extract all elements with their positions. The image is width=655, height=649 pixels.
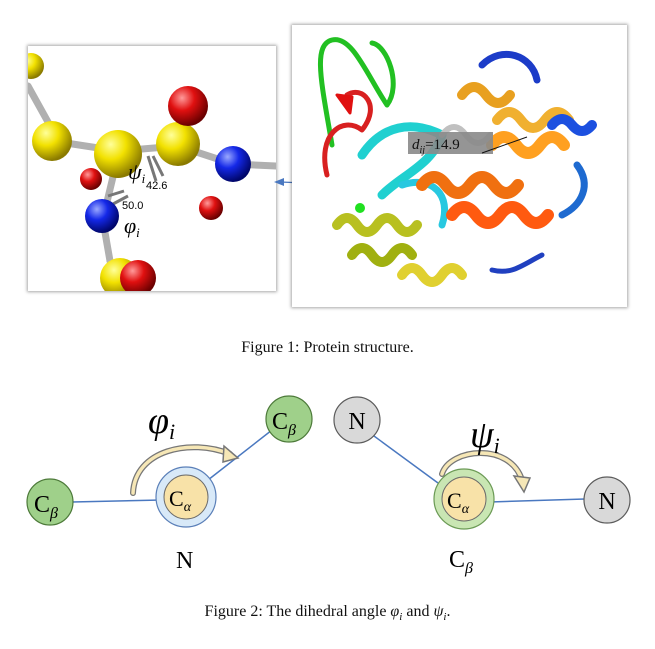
- psi-angle-label: ψi: [470, 414, 500, 458]
- psi-right-n-atom: N: [583, 476, 631, 524]
- svg-text:Cα: Cα: [447, 488, 470, 517]
- protein-ribbon-image: dij=14.9: [317, 37, 597, 287]
- psi-center-calpha-atom: Cα: [433, 468, 495, 530]
- svg-text:N: N: [348, 409, 365, 435]
- phi-angle-label: φi: [148, 400, 175, 444]
- psi-label: ψi: [128, 159, 146, 186]
- svg-text:Cα: Cα: [169, 486, 192, 515]
- svg-text:N: N: [598, 489, 615, 515]
- phi-left-cbeta-atom: Cβ: [26, 478, 74, 526]
- psi-below-cbeta-label: Cβ: [449, 547, 473, 577]
- psi-angle-value: 42.6: [146, 180, 167, 192]
- dihedral-diagram: Cβ Cα Cβ φi N N Cα N ψi Cβ: [26, 395, 631, 577]
- molecule-closeup-image: ψi 42.6 50.0 φi: [28, 53, 276, 291]
- psi-left-n-atom: N: [333, 396, 381, 444]
- phi-center-calpha-atom: Cα: [155, 466, 217, 528]
- molecule-closeup-panel: ψi 42.6 50.0 φi: [28, 46, 276, 291]
- figure2-caption: Figure 2: The dihedral angle φi and ψi.: [204, 603, 451, 624]
- phi-right-cbeta-atom: Cβ: [265, 395, 313, 443]
- svg-text:Cβ: Cβ: [34, 492, 58, 522]
- distance-label: dij=14.9: [412, 137, 460, 156]
- protein-ribbon-panel: dij=14.9: [292, 25, 627, 307]
- phi-below-n-label: N: [176, 548, 193, 574]
- figure1-caption: Figure 1: Protein structure.: [241, 339, 414, 356]
- svg-text:Cβ: Cβ: [272, 409, 296, 439]
- phi-label: φi: [124, 213, 140, 240]
- phi-angle-value: 50.0: [122, 200, 143, 212]
